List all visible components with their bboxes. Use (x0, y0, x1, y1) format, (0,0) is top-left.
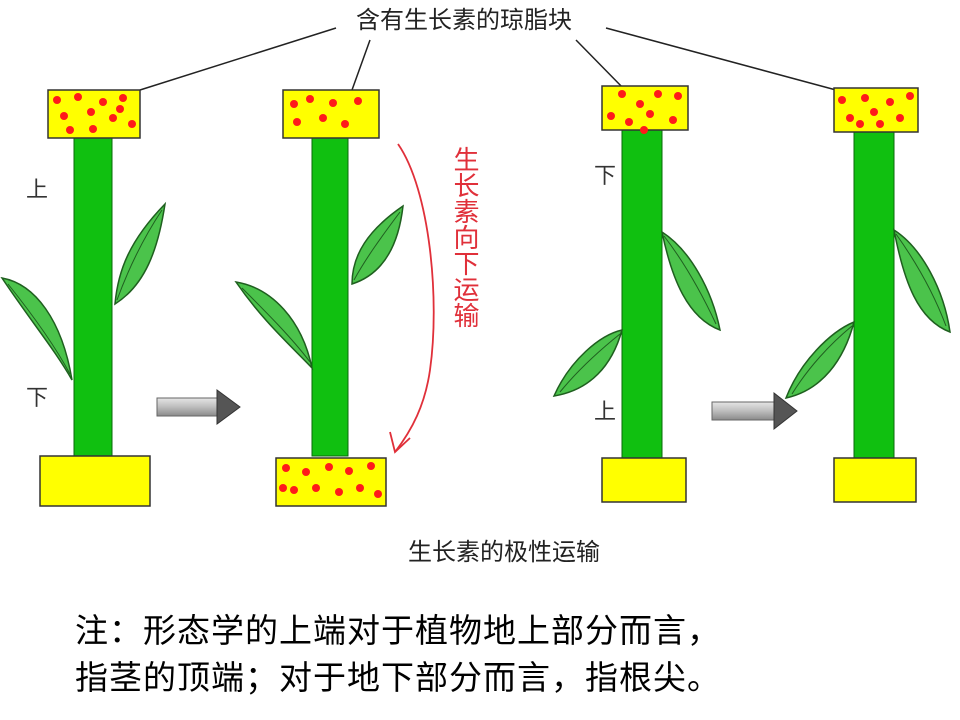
auxin-dots (607, 90, 682, 134)
auxin-dots (838, 92, 914, 128)
leaf-left (234, 280, 314, 371)
lower-agar-block (39, 455, 151, 507)
plant-1-lower-label: 下 (26, 386, 49, 411)
transport-arrow (389, 143, 435, 454)
block-arrow-1 (156, 389, 241, 425)
plant-1 (0, 89, 167, 507)
plant-3 (552, 85, 722, 503)
auxin-dots (53, 93, 136, 134)
label-pointer-lines (139, 27, 837, 91)
diagram-caption: 生长素的极性运输 (408, 538, 600, 566)
lower-agar-block (601, 457, 687, 503)
leaf-right (892, 228, 951, 334)
note-line-1: 注：形态学的上端对于植物地上部分而言， (75, 611, 721, 650)
leaf-left (552, 328, 624, 397)
leaf-left (0, 276, 73, 381)
agar-block-label: 含有生长素的琼脂块 (356, 6, 572, 34)
leaf-left (784, 320, 856, 400)
leaf-right (660, 230, 722, 332)
plant-3-upper-label: 下 (594, 164, 617, 189)
auxin-dots (290, 95, 362, 128)
plant-4 (784, 87, 951, 503)
stem (621, 127, 663, 459)
stem (853, 131, 895, 459)
plant-2 (234, 89, 404, 507)
transport-label: 生长素向下运输 (449, 146, 479, 328)
leaf-right (114, 201, 167, 306)
lower-agar-block (833, 457, 917, 503)
plant-1-upper-label: 上 (26, 178, 49, 203)
auxin-dots-lower (279, 462, 382, 498)
stem (311, 137, 349, 457)
leaf-right (351, 204, 404, 286)
note-line-2: 指茎的顶端；对于地下部分而言，指根尖。 (75, 658, 721, 697)
stem (73, 137, 113, 457)
block-arrow-2 (711, 391, 798, 431)
upper-agar-block (282, 89, 380, 139)
plant-3-lower-label: 上 (594, 400, 617, 425)
